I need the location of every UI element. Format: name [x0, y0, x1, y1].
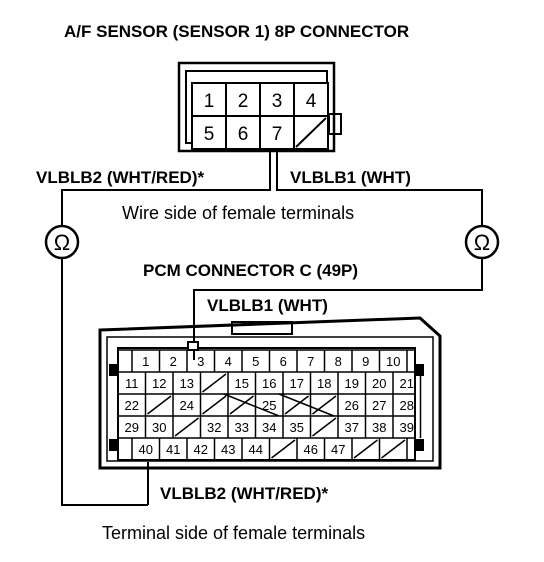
pcm-connector-title: PCM CONNECTOR C (49P) [143, 261, 359, 280]
pcm-terminal-label: 21 [400, 376, 414, 391]
svg-text:Ω: Ω [474, 230, 490, 255]
pcm-terminal-label: 25 [262, 398, 276, 413]
af-sensor-connector [177, 61, 342, 153]
pcm-connector [98, 316, 442, 470]
pcm-terminal-label: 20 [372, 376, 386, 391]
pcm-terminal-label: 5 [252, 354, 259, 369]
af-terminal-label: 5 [204, 124, 215, 145]
pcm-terminal-label: 27 [372, 398, 386, 413]
pcm-terminal-label: 26 [345, 398, 359, 413]
pcm-terminal-label: 7 [307, 354, 314, 369]
af-terminal-label: 2 [238, 91, 249, 112]
pcm-terminal-label: 9 [362, 354, 369, 369]
pcm-terminal-label: 39 [400, 420, 414, 435]
af-terminal-label: 7 [272, 124, 283, 145]
af-terminal-label: 4 [306, 91, 317, 112]
pcm-blank-cell [353, 439, 378, 459]
pcm-terminal-label: 32 [207, 420, 221, 435]
pcm-terminal-label: 38 [372, 420, 386, 435]
pcm-terminal-label: 3 [197, 354, 204, 369]
pcm-blank-cell [229, 395, 254, 415]
pcm-terminal-label: 30 [152, 420, 166, 435]
pcm-terminal-label: 41 [166, 442, 180, 457]
pcm-terminal-label: 34 [262, 420, 276, 435]
pcm-terminal-label: 6 [280, 354, 287, 369]
pcm-terminal-label: 18 [317, 376, 331, 391]
pcm-terminal-label: 1 [142, 354, 149, 369]
return-lead-vlblb2 [61, 258, 148, 506]
pcm-blank-cross [278, 393, 335, 417]
pcm-blank-cell [312, 395, 337, 415]
pcm-terminal-label: 37 [345, 420, 359, 435]
pcm-terminal-label: 46 [304, 442, 318, 457]
pcm-terminal-label: 12 [152, 376, 166, 391]
pcm-terminal-label: 22 [125, 398, 139, 413]
vlblb1-label-pcm: VLBLB1 (WHT) [207, 296, 328, 315]
pcm-terminal-label: 19 [345, 376, 359, 391]
pcm-terminal-label: 24 [180, 398, 194, 413]
ohmmeter-icon: Ω [464, 224, 500, 260]
pcm-terminal-label: 16 [262, 376, 276, 391]
pcm-terminal-label: 4 [225, 354, 232, 369]
pcm-terminal-label: 40 [139, 442, 153, 457]
pcm-terminal-label: 17 [290, 376, 304, 391]
vlblb2-label-bottom: VLBLB2 (WHT/RED)* [160, 484, 329, 503]
wire-side-caption: Wire side of female terminals [122, 203, 355, 223]
pcm-terminal-label: 29 [125, 420, 139, 435]
pcm-terminal-label: 15 [235, 376, 249, 391]
pcm-terminal-label: 44 [249, 442, 263, 457]
pcm-blank-cell [312, 417, 337, 437]
ohmmeter-icon: Ω [44, 224, 80, 260]
pcm-blank-cross [223, 393, 280, 417]
pcm-blank-cell [202, 395, 227, 415]
pcm-terminal-label: 28 [400, 398, 414, 413]
pcm-terminal-label: 42 [194, 442, 208, 457]
pcm-terminal-label: 2 [170, 354, 177, 369]
pcm-terminal-label: 47 [331, 442, 345, 457]
pcm-blank-cell [202, 373, 227, 393]
pcm-blank-cell [271, 439, 296, 459]
vlblb1-label-top: VLBLB1 (WHT) [290, 168, 411, 187]
vlblb2-label-top: VLBLB2 (WHT/RED)* [36, 168, 205, 187]
pcm-terminal-label: 13 [180, 376, 194, 391]
af-terminal-label: 1 [204, 91, 215, 112]
pcm-terminal-label: 35 [290, 420, 304, 435]
svg-text:Ω: Ω [54, 230, 70, 255]
pcm-terminal-label: 33 [235, 420, 249, 435]
pcm-terminal-label: 10 [386, 354, 400, 369]
pcm-terminal-label: 8 [335, 354, 342, 369]
pcm-blank-cell [174, 417, 199, 437]
af-terminal-label: 6 [238, 124, 249, 145]
pcm-blank-cell [284, 395, 309, 415]
probe-lead-vlblb1 [276, 151, 483, 226]
af-terminal-label: 3 [272, 91, 283, 112]
terminal-side-caption: Terminal side of female terminals [102, 523, 366, 543]
pcm-terminal-label: 11 [125, 376, 139, 391]
probe-lead-vlblb2 [61, 151, 271, 226]
diagram-title: A/F SENSOR (SENSOR 1) 8P CONNECTOR [64, 22, 410, 41]
pcm-blank-cell [381, 439, 406, 459]
pcm-blank-cell [147, 395, 172, 415]
pcm-terminal-label: 43 [221, 442, 235, 457]
